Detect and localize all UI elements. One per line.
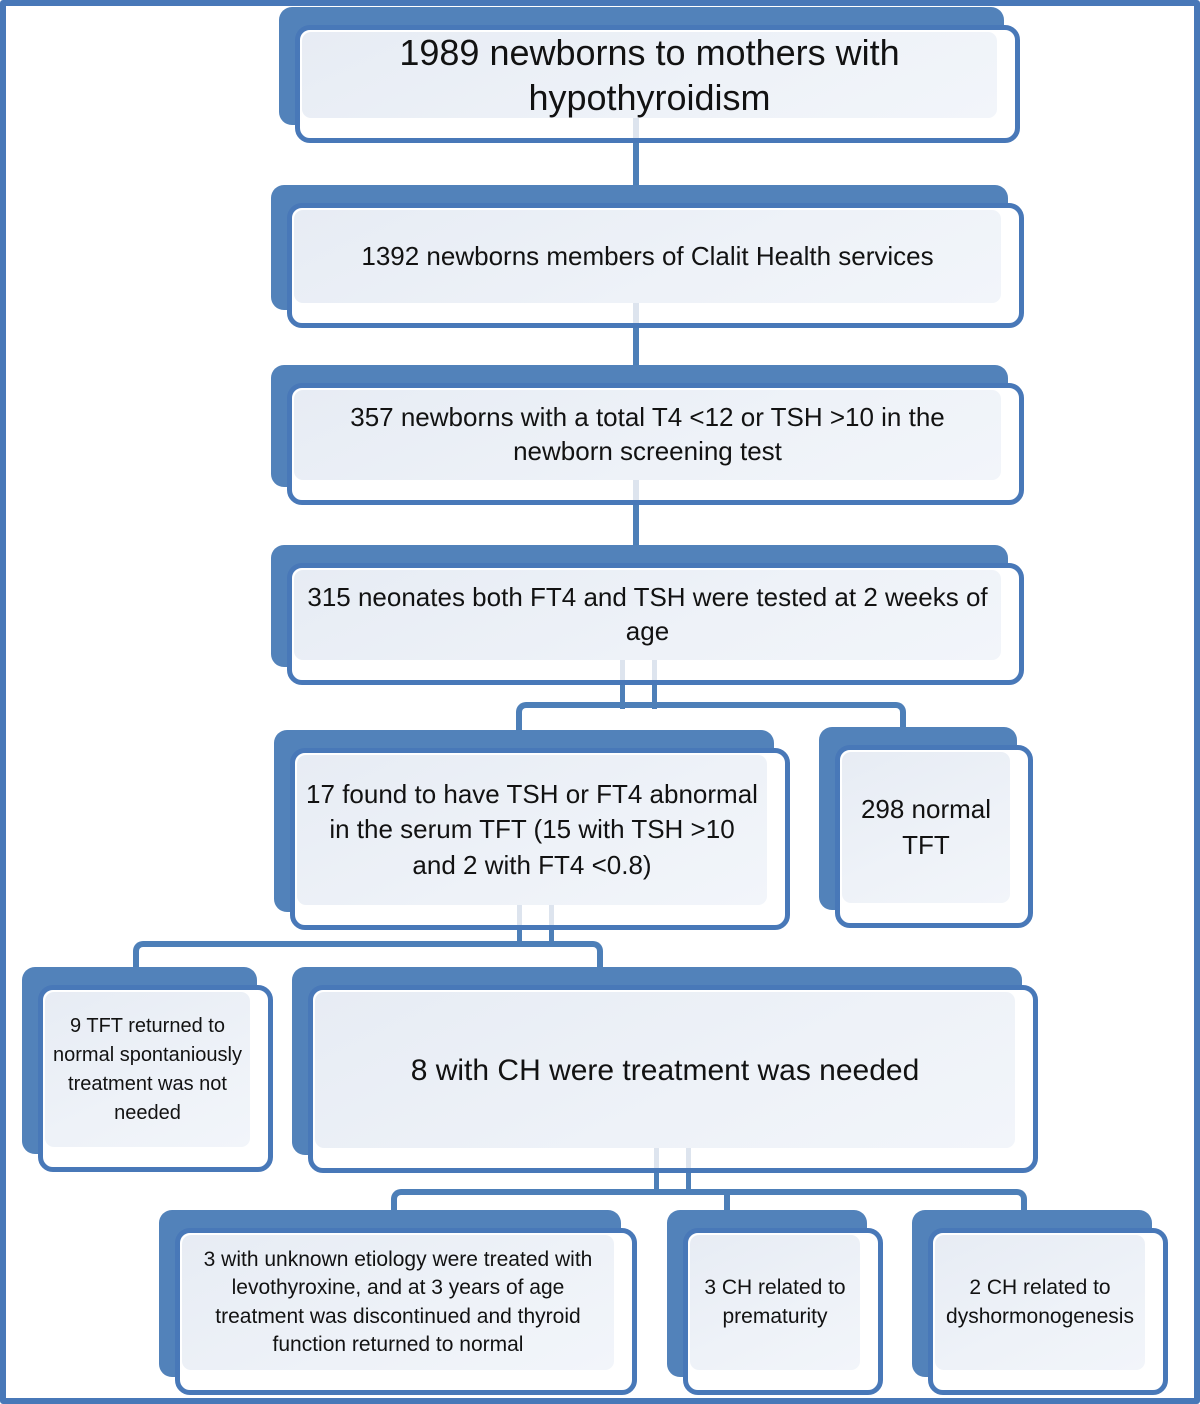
node-text: 9 TFT returned to normal spontaniously t… — [53, 1014, 242, 1124]
node-1989-newborns: 1989 newborns to mothers with hypothyroi… — [279, 7, 1020, 143]
branch-bar-n5-to-n7-n8 — [133, 941, 603, 973]
node-8-ch-treatment-needed: 8 with CH were treatment was needed — [292, 967, 1038, 1173]
node-3-ch-prematurity: 3 CH related to prematurity — [667, 1210, 883, 1395]
connector-n4-branch-line-left — [620, 681, 625, 709]
node-fill: 357 newborns with a total T4 <12 or TSH … — [294, 390, 1001, 480]
node-17-abnormal-serum-tft: 17 found to have TSH or FT4 abnormal in … — [274, 730, 790, 930]
node-text: 17 found to have TSH or FT4 abnormal in … — [306, 779, 758, 880]
node-357-abnormal-screen: 357 newborns with a total T4 <12 or TSH … — [271, 365, 1024, 505]
node-fill: 298 normal TFT — [842, 752, 1010, 903]
node-text: 357 newborns with a total T4 <12 or TSH … — [350, 402, 945, 466]
connector-overlap-stub — [549, 905, 554, 925]
connector-overlap-stub — [654, 1148, 659, 1168]
node-3-unknown-etiology: 3 with unknown etiology were treated wit… — [159, 1210, 637, 1395]
node-text: 2 CH related to dyshormonogenesis — [946, 1276, 1134, 1328]
node-text: 315 neonates both FT4 and TSH were teste… — [307, 582, 988, 646]
branch-bar-n8-to-n9-n10-n11 — [391, 1189, 1027, 1215]
node-fill: 17 found to have TSH or FT4 abnormal in … — [297, 755, 767, 905]
branch-bar-n4-to-n5-n6 — [516, 702, 906, 736]
node-text: 8 with CH were treatment was needed — [410, 1053, 920, 1087]
node-text: 3 with unknown etiology were treated wit… — [203, 1247, 593, 1356]
node-fill: 315 neonates both FT4 and TSH were teste… — [294, 570, 1001, 660]
connector-overlap-stub — [620, 660, 625, 680]
node-fill: 3 CH related to prematurity — [690, 1235, 860, 1370]
node-315-tested-2-weeks: 315 neonates both FT4 and TSH were teste… — [271, 545, 1024, 685]
connector-overlap-stub — [633, 118, 639, 138]
node-fill: 1989 newborns to mothers with hypothyroi… — [302, 32, 997, 118]
node-fill: 8 with CH were treatment was needed — [315, 992, 1015, 1148]
node-fill: 2 CH related to dyshormonogenesis — [935, 1235, 1145, 1370]
connector-overlap-stub — [686, 1148, 691, 1168]
node-9-tft-spontaneous-normal: 9 TFT returned to normal spontaniously t… — [22, 967, 273, 1172]
node-1392-clalit-members: 1392 newborns members of Clalit Health s… — [271, 185, 1024, 328]
connector-n3-n4 — [633, 501, 639, 566]
node-2-ch-dyshormonogenesis: 2 CH related to dyshormonogenesis — [912, 1210, 1168, 1395]
connector-n1-n2 — [633, 138, 639, 206]
node-fill: 3 with unknown etiology were treated wit… — [182, 1235, 614, 1370]
connector-n4-branch-line-right — [652, 681, 657, 709]
node-fill: 1392 newborns members of Clalit Health s… — [294, 210, 1001, 303]
node-text: 1392 newborns members of Clalit Health s… — [361, 240, 934, 271]
node-298-normal-tft: 298 normal TFT — [819, 727, 1033, 928]
node-text: 298 normal TFT — [860, 794, 992, 860]
branch-stub-to-n10 — [724, 1195, 730, 1215]
connector-overlap-stub — [633, 480, 639, 500]
connector-n2-n3 — [633, 324, 639, 386]
connector-n5-branch-line-right — [549, 926, 554, 945]
connector-n8-branch-line-left — [654, 1169, 659, 1193]
node-text: 1989 newborns to mothers with hypothyroi… — [399, 32, 900, 118]
connector-overlap-stub — [633, 303, 639, 323]
connector-n5-branch-line-left — [517, 926, 522, 945]
node-fill: 9 TFT returned to normal spontaniously t… — [45, 992, 250, 1147]
connector-n8-branch-line-right — [686, 1169, 691, 1193]
node-text: 3 CH related to prematurity — [704, 1276, 846, 1328]
connector-overlap-stub — [517, 905, 522, 925]
connector-overlap-stub — [652, 660, 657, 680]
